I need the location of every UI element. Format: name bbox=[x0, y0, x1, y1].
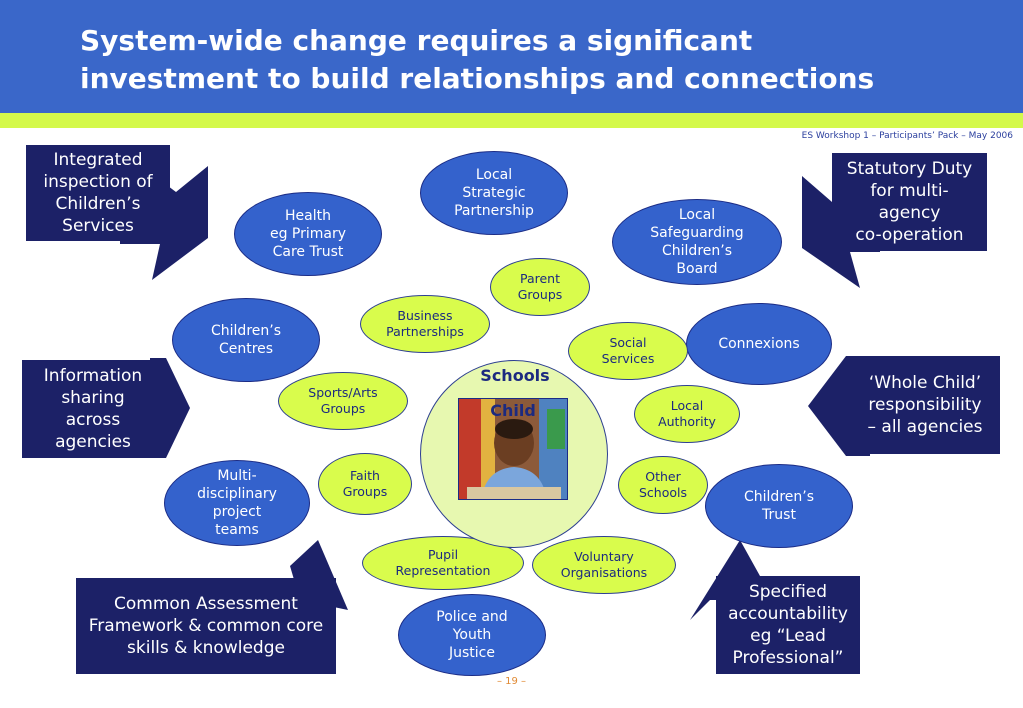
schools-label: Schools bbox=[480, 366, 550, 385]
workshop-note: ES Workshop 1 – Participants’ Pack – May… bbox=[801, 131, 1013, 141]
oval-childrens-centres: Children’s Centres bbox=[172, 298, 320, 382]
oval-local-strategic-partnership: Local Strategic Partnership bbox=[420, 151, 568, 235]
callout-specified-accountability: Specified accountability eg “Lead Profes… bbox=[716, 576, 860, 674]
child-photo-illustration bbox=[459, 399, 567, 499]
oval-voluntary-organisations: Voluntary Organisations bbox=[532, 536, 676, 594]
header-bar: System-wide change requires a significan… bbox=[0, 0, 1023, 113]
oval-business-partnerships: Business Partnerships bbox=[360, 295, 490, 353]
oval-sports-arts-groups: Sports/Arts Groups bbox=[278, 372, 408, 430]
oval-multi-disciplinary-teams: Multi- disciplinary project teams bbox=[164, 460, 310, 546]
oval-local-authority: Local Authority bbox=[634, 385, 740, 443]
oval-health: Health eg Primary Care Trust bbox=[234, 192, 382, 276]
oval-social-services: Social Services bbox=[568, 322, 688, 380]
oval-faith-groups: Faith Groups bbox=[318, 453, 412, 515]
oval-parent-groups: Parent Groups bbox=[490, 258, 590, 316]
callout-statutory-duty: Statutory Duty for multi- agency co-oper… bbox=[832, 153, 987, 251]
oval-connexions: Connexions bbox=[686, 303, 832, 385]
oval-other-schools: Other Schools bbox=[618, 456, 708, 514]
accent-bar bbox=[0, 113, 1023, 128]
callout-whole-child: ‘Whole Child’ responsibility – all agenc… bbox=[850, 356, 1000, 454]
callout-common-assessment: Common Assessment Framework & common cor… bbox=[76, 578, 336, 674]
oval-safeguarding-board: Local Safeguarding Children’s Board bbox=[612, 199, 782, 285]
page-number: – 19 – bbox=[496, 676, 527, 687]
oval-childrens-trust: Children’s Trust bbox=[705, 464, 853, 548]
callout-information-sharing: Information sharing across agencies bbox=[22, 360, 164, 458]
child-photo bbox=[458, 398, 568, 500]
child-label: Child bbox=[490, 401, 536, 420]
callout-integrated-inspection: Integrated inspection of Children’s Serv… bbox=[26, 145, 170, 241]
oval-police-youth-justice: Police and Youth Justice bbox=[398, 594, 546, 676]
page-title: System-wide change requires a significan… bbox=[80, 24, 875, 95]
